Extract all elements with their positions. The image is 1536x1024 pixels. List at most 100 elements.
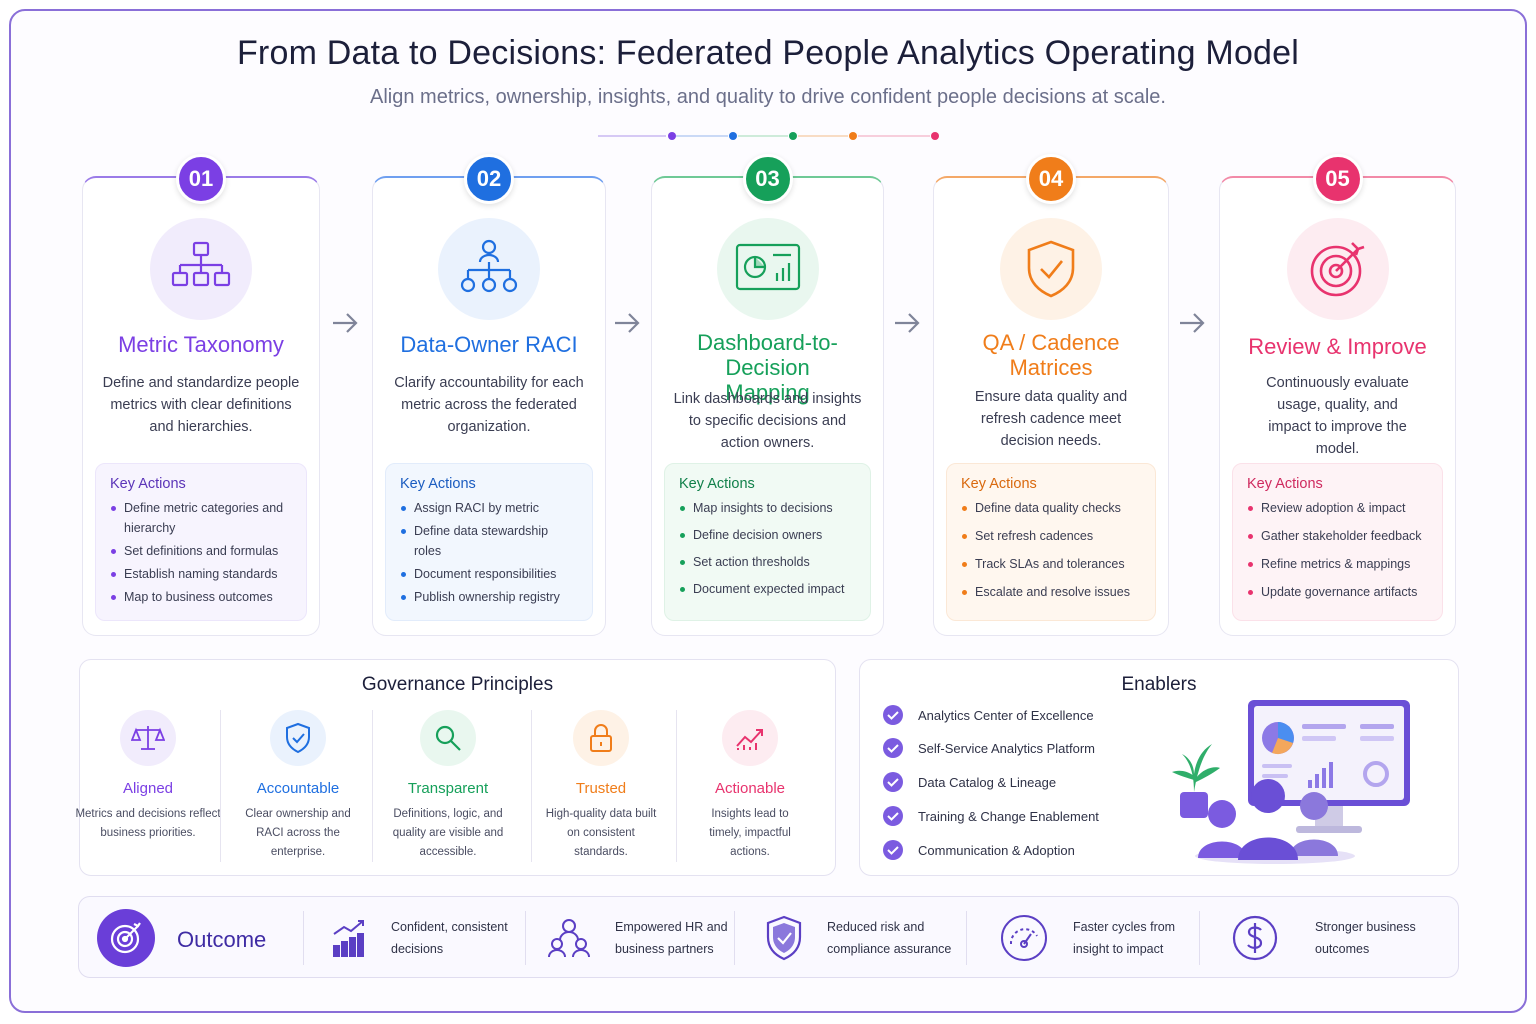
bar-chart-icon (333, 920, 364, 957)
list-item: Document expected impact (679, 579, 856, 599)
enabler-item: Analytics Center of Excellence (882, 704, 1094, 726)
step-title: Review & Improve (1248, 334, 1427, 359)
step-card-metric-taxonomy: 01 Metric Taxonomy Define and standardiz… (82, 154, 320, 636)
step-title: QA / Cadence Matrices (982, 330, 1120, 380)
list-item: Publish ownership registry (400, 587, 578, 607)
step-card-dashboard-mapping: 03 Dashboard-to-Decision Mapping Link da… (651, 154, 884, 636)
page-subtitle: Align metrics, ownership, insights, and … (370, 86, 1166, 108)
arrow-right-icon (895, 313, 920, 333)
step-number-badge: 02 (464, 154, 514, 204)
step-description: Clarify accountability for each metric a… (394, 375, 584, 435)
list-item: Refine metrics & mappings (1247, 554, 1428, 574)
trend-up-icon (722, 710, 778, 766)
shield-check-icon (766, 915, 802, 961)
step-card-qa-cadence: 04 QA / Cadence Matrices Ensure data qua… (933, 154, 1169, 636)
list-item: Set action thresholds (679, 552, 856, 572)
principle-transparent: Transparent Definitions, logic, and qual… (374, 710, 522, 862)
team-dashboard-illustration (1172, 700, 1410, 864)
list-item: Update governance artifacts (1247, 582, 1428, 602)
divider (1199, 911, 1200, 965)
key-actions-title: Key Actions (110, 476, 186, 492)
step-description: Define and standardize people metrics wi… (102, 375, 300, 435)
enablers-title: Enablers (1121, 674, 1197, 695)
magnifier-icon (420, 710, 476, 766)
step-card-data-owner-raci: 02 Data-Owner RACI Clarify accountabilit… (372, 154, 606, 636)
principle-name: Actionable (714, 780, 786, 797)
key-actions-box: Key Actions Define metric categories and… (95, 463, 307, 621)
key-actions-box: Key Actions Assign RACI by metric Define… (385, 463, 593, 621)
principle-description: High-quality data built on consistent st… (545, 808, 657, 858)
list-item: Track SLAs and tolerances (961, 554, 1141, 574)
principle-description: Insights lead to timely, impactful actio… (709, 808, 791, 858)
enabler-item: Self-Service Analytics Platform (882, 737, 1095, 759)
list-item: Define decision owners (679, 525, 856, 545)
principle-accountable: Accountable Clear ownership and RACI acr… (224, 710, 372, 862)
step-description: Link dashboards and insights to specific… (673, 391, 862, 451)
list-item: Define data stewardship roles (400, 521, 578, 561)
principle-name: Accountable (256, 780, 340, 797)
decorative-dot-line (598, 132, 939, 140)
dollar-icon (1232, 915, 1278, 961)
step-number-badge: 04 (1026, 154, 1076, 204)
check-circle-icon (883, 738, 903, 758)
list-item: Document responsibilities (400, 564, 578, 584)
scales-icon (120, 710, 176, 766)
divider (531, 710, 532, 862)
org-chart-icon (438, 218, 540, 320)
list-item: Map insights to decisions (679, 498, 856, 518)
step-title: Dashboard-to-Decision Mapping (697, 330, 838, 405)
arrow-right-icon (333, 313, 358, 333)
principle-name: Aligned (122, 780, 174, 797)
arrow-right-icon (615, 313, 640, 333)
shield-check-icon (1000, 218, 1102, 320)
key-actions-box: Key Actions Map insights to decisions De… (664, 463, 871, 621)
principle-description: Metrics and decisions reflect business p… (75, 808, 221, 839)
divider (966, 911, 967, 965)
step-card-review-improve: 05 Review & Improve Continuously evaluat… (1219, 154, 1456, 636)
principle-trusted: Trusted High-quality data built on consi… (527, 710, 675, 862)
principle-actionable: Actionable Insights lead to timely, impa… (676, 710, 824, 862)
list-item: Review adoption & impact (1247, 498, 1428, 518)
key-actions-title: Key Actions (400, 476, 476, 492)
key-actions-box: Key Actions Review adoption & impact Gat… (1232, 463, 1443, 621)
list-item: Define metric categories and hierarchy (110, 498, 292, 538)
step-number-badge: 03 (742, 154, 793, 204)
principle-description: Definitions, logic, and quality are visi… (392, 808, 504, 858)
hierarchy-icon (150, 218, 252, 320)
step-number-badge: 05 (1312, 154, 1363, 204)
divider (372, 710, 373, 862)
principle-description: Clear ownership and RACI across the ente… (245, 808, 351, 858)
shield-icon (270, 710, 326, 766)
outcome-label: Outcome (177, 927, 267, 952)
governance-principles-panel: Governance Principles Aligned Metrics an… (75, 659, 836, 876)
people-icon (548, 919, 590, 958)
step-description: Continuously evaluate usage, quality, an… (1266, 375, 1409, 457)
list-item: Establish naming standards (110, 564, 292, 584)
key-actions-title: Key Actions (1247, 476, 1323, 492)
divider (734, 911, 735, 965)
step-title: Metric Taxonomy (118, 332, 284, 357)
list-item: Define data quality checks (961, 498, 1141, 518)
divider (303, 911, 304, 965)
list-item: Set definitions and formulas (110, 541, 292, 561)
enablers-panel: Enablers Analytics Center of Excellence … (859, 659, 1459, 876)
enabler-item: Data Catalog & Lineage (882, 771, 1056, 793)
enabler-item: Training & Change Enablement (882, 805, 1099, 827)
arrow-right-icon (1180, 313, 1205, 333)
principle-name: Transparent (407, 780, 489, 797)
principle-name: Trusted (575, 780, 627, 797)
dashboard-icon (716, 218, 819, 320)
check-circle-icon (883, 705, 903, 725)
target-icon (1286, 218, 1389, 320)
check-circle-icon (883, 772, 903, 792)
target-icon (97, 909, 155, 967)
list-item: Escalate and resolve issues (961, 582, 1141, 602)
check-circle-icon (883, 806, 903, 826)
key-actions-title: Key Actions (961, 476, 1037, 492)
governance-title: Governance Principles (361, 674, 554, 695)
divider (220, 710, 221, 862)
